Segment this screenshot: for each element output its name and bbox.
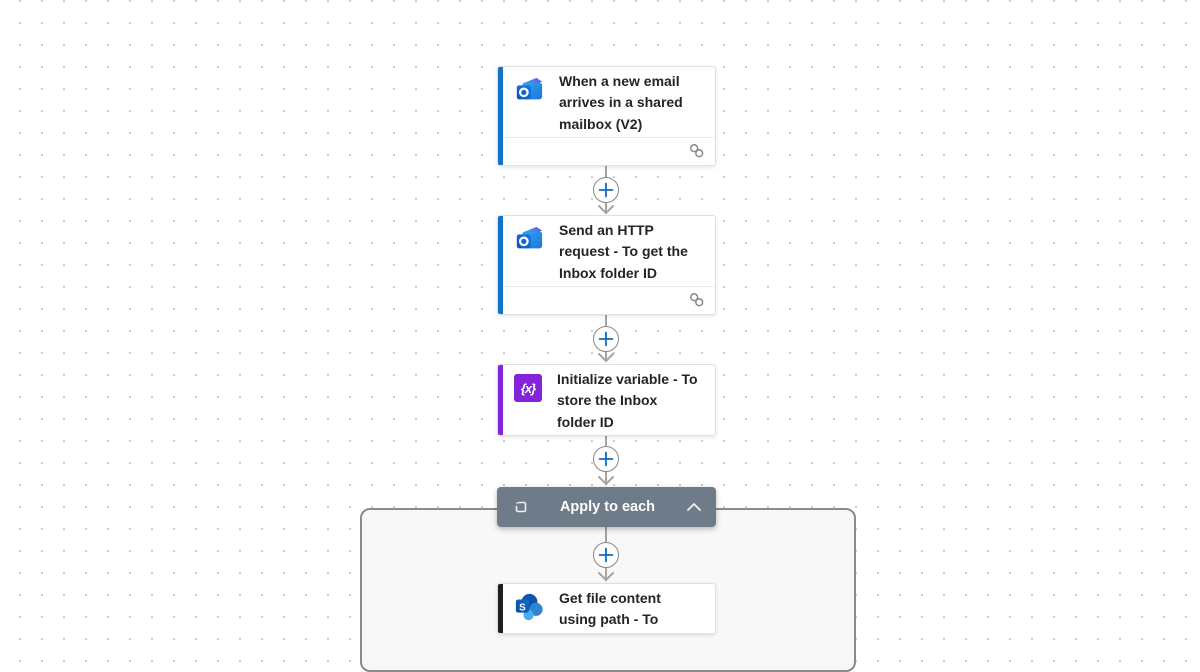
- connector-accent-bar: [498, 216, 503, 314]
- card-footer: [498, 136, 715, 165]
- flow-canvas: When a new email arrives in a shared mai…: [360, 66, 856, 672]
- loop-icon: [513, 499, 529, 515]
- chevron-up-icon[interactable]: [686, 501, 702, 513]
- variable-icon: {x}: [514, 374, 542, 402]
- action-title: Initialize variable - To store the Inbox…: [557, 371, 698, 430]
- sharepoint-icon: S: [514, 592, 544, 622]
- connector-accent-bar: [498, 365, 503, 435]
- action-card-get-file-content[interactable]: S Get file content using path - To: [497, 583, 716, 634]
- plus-icon: [598, 331, 614, 347]
- connector-accent-bar: [498, 67, 503, 165]
- card-footer: [498, 285, 715, 314]
- connection-link-icon[interactable]: [689, 292, 705, 308]
- scope-title: Apply to each: [559, 499, 656, 515]
- connection-link-icon[interactable]: [689, 143, 705, 159]
- action-card-initialize-variable[interactable]: {x} Initialize variable - To store the I…: [497, 364, 716, 436]
- action-title: When a new email arrives in a shared mai…: [559, 73, 683, 132]
- apply-to-each-scope-header[interactable]: Apply to each: [497, 487, 716, 527]
- svg-text:S: S: [519, 602, 526, 613]
- action-card-send-http-request[interactable]: Send an HTTP request - To get the Inbox …: [497, 215, 716, 315]
- outlook-icon: [514, 75, 544, 105]
- insert-action-button[interactable]: [593, 446, 619, 472]
- insert-action-button[interactable]: [593, 326, 619, 352]
- plus-icon: [598, 451, 614, 467]
- outlook-icon: [514, 224, 544, 254]
- action-title: Get file content using path - To: [559, 590, 661, 628]
- insert-action-button[interactable]: [593, 177, 619, 203]
- insert-action-button[interactable]: [593, 542, 619, 568]
- action-title: Send an HTTP request - To get the Inbox …: [559, 222, 688, 281]
- plus-icon: [598, 182, 614, 198]
- connector-accent-bar: [498, 584, 503, 633]
- action-card-trigger-new-email[interactable]: When a new email arrives in a shared mai…: [497, 66, 716, 166]
- plus-icon: [598, 547, 614, 563]
